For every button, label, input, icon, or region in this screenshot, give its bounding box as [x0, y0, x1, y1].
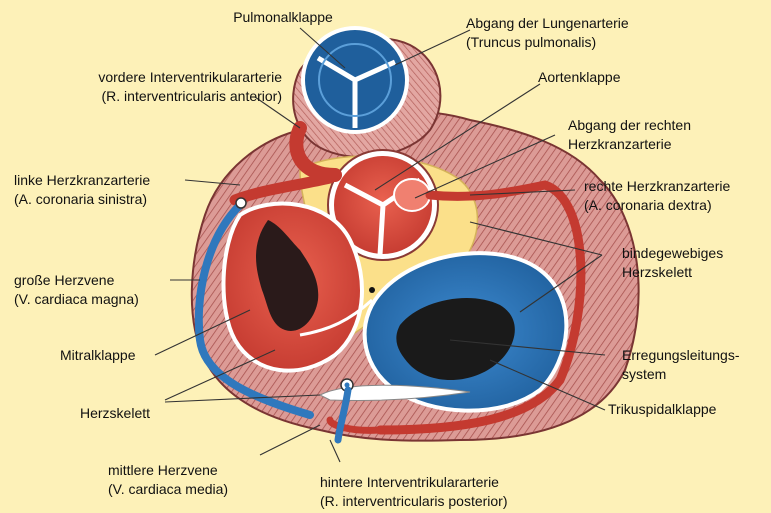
label-abgang-rechte-herzkranzarterie: Abgang der rechten Herzkranzarterie: [568, 116, 691, 154]
label-mitralklappe: Mitralklappe: [60, 346, 135, 365]
label-bindegewebiges-herzskelett: bindegewebiges Herzskelett: [622, 244, 723, 282]
label-rechte-herzkranzarterie: rechte Herzkranzarterie (A. coronaria de…: [584, 177, 730, 215]
label-linke-herzkranzarterie: linke Herzkranzarterie (A. coronaria sin…: [14, 171, 150, 209]
label-hintere-interventrikulararterie: hintere Interventrikulararterie (R. inte…: [320, 473, 508, 511]
label-abgang-lungenarterie: Abgang der Lungenarterie (Truncus pulmon…: [466, 14, 629, 52]
label-grosse-herzvene: große Herzvene (V. cardiaca magna): [14, 271, 139, 309]
label-aortenklappe: Aortenklappe: [538, 68, 621, 87]
label-erregungsleitungssystem: Erregungsleitungs- system: [622, 346, 740, 384]
label-herzskelett: Herzskelett: [80, 404, 150, 423]
label-mittlere-herzvene: mittlere Herzvene (V. cardiaca media): [108, 461, 228, 499]
label-trikuspidalklappe: Trikuspidalklappe: [608, 400, 716, 419]
label-pulmonalklappe: Pulmonalklappe: [228, 8, 338, 27]
right-coronary-ostium: [394, 179, 430, 211]
label-vordere-interventrikulararterie: vordere Interventrikulararterie (R. inte…: [16, 68, 282, 106]
